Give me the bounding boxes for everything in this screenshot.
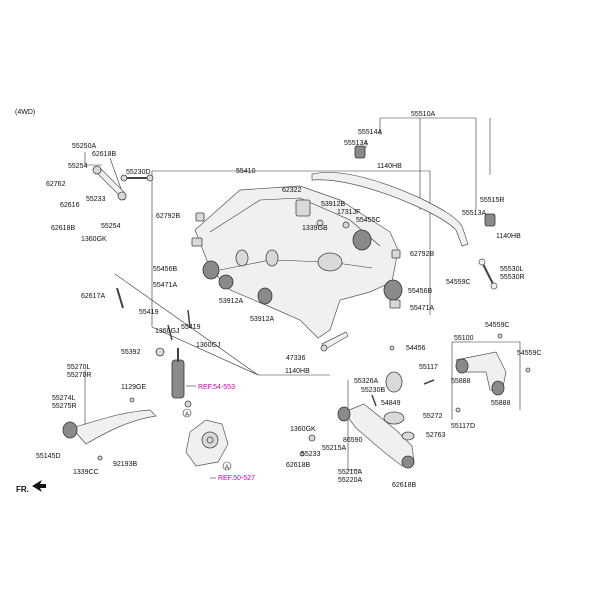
callout-55419-1: 55419 [139,309,159,316]
callout-62616: 62616 [60,202,80,209]
callout-55530R: 55530R [500,274,525,281]
callout-55145D: 55145D [36,453,61,460]
callout-62792B-right: 62792B [410,251,434,258]
callout-1360GJ-2: 1360GJ [196,342,221,349]
callout-1140HB-center: 1140HB [285,368,310,375]
callout-1360GK-left: 1360GK [81,236,107,243]
reference-54-553: REF.54-553 [198,384,235,391]
callout-1339CC: 1339CC [73,469,99,476]
callout-1339GB: 1339GB [302,225,328,232]
callout-53912A-2: 53912A [250,316,274,323]
callout-62618B-center: 62618B [286,462,310,469]
callout-55530L: 55530L [500,266,523,273]
trailing-arm [71,409,157,445]
callout-55220A: 55220A [338,477,362,484]
callout-55274L: 55274L [52,395,75,402]
variant-label: (4WD) [15,109,35,116]
callout-54559C-a: 54559C [485,322,510,329]
callout-55275R: 55275R [52,403,77,410]
callout-55888-a: 55888 [451,378,471,385]
parts [62,145,531,469]
bump-stopper [385,371,403,393]
callout-62792B-left: 62792B [156,213,180,220]
subframe-bushing-front-right [352,229,372,251]
callout-55510A: 55510A [411,111,435,118]
callout-55270L: 55270L [67,364,90,371]
callout-1360GK-center: 1360GK [290,426,316,433]
callout-54559C-b: 54559C [517,350,542,357]
subframe-bushing-front-left [202,260,220,280]
callout-54456: 54456 [406,345,426,352]
callout-55233-top: 55233 [86,196,106,203]
marker-a-1: A [185,412,189,418]
callout-55270R: 55270R [67,372,92,379]
callout-55254-bottom: 55254 [101,223,121,230]
subframe-bushing-rear-right [383,279,403,301]
subframe-bushing-rear-left [257,287,273,305]
callout-1129GE: 1129GE [121,384,146,391]
stabilizer-bar [311,172,469,247]
callout-54559C-right: 54559C [446,279,471,286]
callout-55100: 55100 [454,335,474,342]
callout-92193B: 92193B [113,461,137,468]
callout-86590: 86590 [343,437,363,444]
callout-55392: 55392 [121,349,141,356]
callout-52763: 52763 [426,432,446,439]
callouts: (4WD) 55510A 55514A 55513A 1140HB 55515R… [15,109,542,494]
callout-55254-top: 55254 [68,163,88,170]
callout-1731JF: 1731JF [337,209,360,216]
callout-55272: 55272 [423,413,443,420]
callout-62618B-top: 62618B [92,151,116,158]
callout-55410: 55410 [236,168,256,175]
callout-55230B: 55230B [361,387,385,394]
callout-1360GJ-1: 1360GJ [155,328,180,335]
marker-a-2: A [225,465,229,471]
callout-55230D: 55230D [126,169,151,176]
stabilizer-bushing-left [354,145,366,159]
callout-54849: 54849 [381,400,401,407]
callout-55471A-left: 55471A [153,282,177,289]
front-arrow-icon [32,480,46,492]
callout-53912A-1: 53912A [219,298,243,305]
callout-55215A: 55215A [322,445,346,452]
callout-55419-2: 55419 [181,324,201,331]
callout-55456B-right: 55456B [408,288,432,295]
shock-absorber [171,359,185,399]
front-indicator-label: FR. [16,485,29,494]
callout-62322: 62322 [282,187,302,194]
callout-55210A: 55210A [338,469,362,476]
callout-55514A: 55514A [358,129,382,136]
callout-55456B-left: 55456B [153,266,177,273]
reference-50-527: REF.50-527 [218,475,255,482]
callout-62618B-bottom: 62618B [392,482,416,489]
callout-62762: 62762 [46,181,66,188]
callout-1140HB-top: 1140HB [377,163,402,170]
spring-pad [383,411,405,425]
callout-55250A: 55250A [72,143,96,150]
callout-55233-center: 55233 [301,451,321,458]
callout-55117D: 55117D [451,423,475,430]
callout-47336: 47336 [286,355,306,362]
stabilizer-bushing-right [484,213,496,227]
callout-55513A-left: 55513A [344,140,368,147]
callout-55326A: 55326A [354,378,378,385]
callout-1140HB-right: 1140HB [496,233,521,240]
callout-55888-b: 55888 [491,400,511,407]
callout-62617A: 62617A [81,293,105,300]
callout-62618B-left: 62618B [51,225,75,232]
callout-55117-a: 55117 [419,364,438,371]
stabilizer-link [481,261,495,287]
callout-55471A-right: 55471A [410,305,434,312]
callout-55455C: 55455C [356,217,381,224]
callout-55515R: 55515R [480,197,505,204]
callout-55513A-right: 55513A [462,210,486,217]
leader-lines [84,117,521,479]
callout-53912B: 53912B [321,201,345,208]
